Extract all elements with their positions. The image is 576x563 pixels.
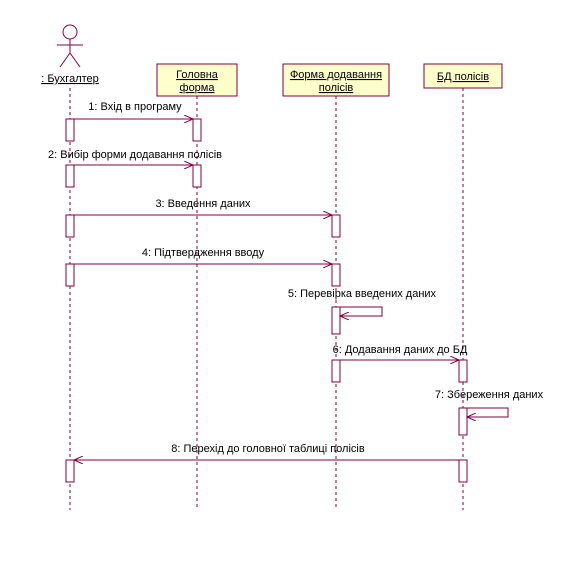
message-label: 8: Перехід до головної таблиці полісів xyxy=(171,443,365,455)
activation-bar xyxy=(331,359,341,383)
message-1: 1: Вхід в програму xyxy=(74,101,193,119)
actor-label: : Бухгалтер xyxy=(41,73,99,85)
activation-bar xyxy=(331,263,341,287)
message-label: 5: Перевірка введених даних xyxy=(288,288,437,300)
message-label: 2: Вибір форми додавання полісів xyxy=(48,149,222,161)
activation-bar xyxy=(65,164,75,188)
activation-bar xyxy=(65,459,75,483)
object-main-form: Головна форма xyxy=(156,63,238,97)
activations xyxy=(65,118,468,483)
object-label-line-2: полісів xyxy=(319,82,354,94)
object-add-policy-form: Форма додавання полісів xyxy=(282,63,390,97)
activation-bar xyxy=(192,118,202,142)
object-label-line-2: форма xyxy=(180,82,216,94)
message-2: 2: Вибір форми додавання полісів xyxy=(48,149,222,165)
message-4: 4: Підтвердження вводу xyxy=(74,247,332,264)
activation-bar xyxy=(458,407,468,436)
message-5-self: 5: Перевірка введених даних xyxy=(288,288,437,316)
message-arrow xyxy=(467,407,509,417)
activation-bar xyxy=(65,118,75,142)
object-box xyxy=(423,63,503,89)
message-7-self: 7: Збереження даних xyxy=(435,389,544,417)
message-label: 1: Вхід в програму xyxy=(88,101,182,113)
object-policy-db: БД полісів xyxy=(423,63,503,89)
message-label: 4: Підтвердження вводу xyxy=(142,247,265,259)
object-box xyxy=(282,63,390,97)
activation-bar xyxy=(65,214,75,238)
object-label-line-1: Форма додавання xyxy=(290,69,382,81)
activation-bar xyxy=(458,459,468,483)
message-label: 6: Додавання даних до БД xyxy=(333,344,468,356)
object-box xyxy=(156,63,238,97)
activation-bar xyxy=(65,263,75,287)
message-label: 7: Збереження даних xyxy=(435,389,544,401)
message-8: 8: Перехід до головної таблиці полісів xyxy=(74,443,459,460)
activation-bar xyxy=(331,306,341,335)
message-label: 3: Введення даних xyxy=(155,198,251,210)
activation-bar xyxy=(331,214,341,238)
stick-figure-actor-icon xyxy=(57,24,83,68)
message-6: 6: Додавання даних до БД xyxy=(333,344,468,360)
object-label-line-1: Головна xyxy=(176,69,219,81)
message-3: 3: Введення даних xyxy=(74,198,332,215)
object-label-line-1: БД полісів xyxy=(437,71,489,83)
message-arrow xyxy=(340,306,383,316)
activation-bar xyxy=(458,359,468,383)
actor-accountant: : Бухгалтер xyxy=(41,24,99,85)
activation-bar xyxy=(192,164,202,188)
